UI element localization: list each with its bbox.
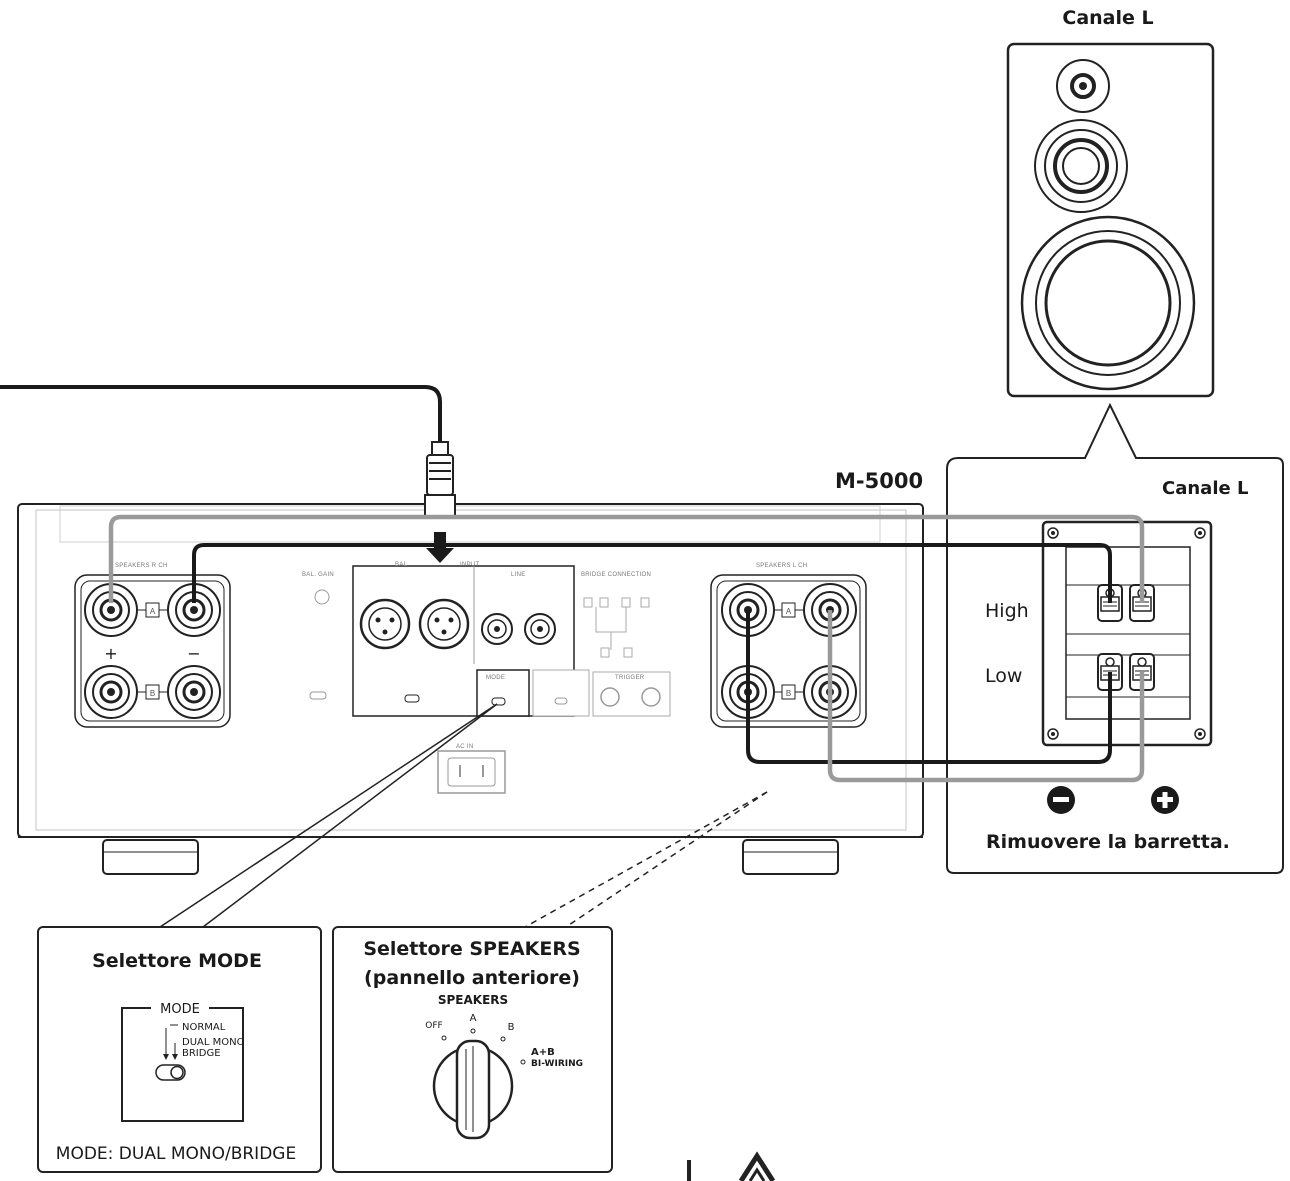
mode-option-dual-1: DUAL MONO [182,1037,245,1048]
line-label: LINE [511,572,526,578]
xlr-input-1[interactable] [359,598,411,650]
minus-polarity-icon [1047,786,1075,814]
speaker-terminal-panel: Canale L High Low Rimuovere la barretta. [946,402,1284,874]
speaker-illustration: Canale L [1006,7,1215,398]
bal-label: BAL [395,562,408,568]
terminal-r-b-minus[interactable] [166,664,222,720]
dial-pos-b: B [508,1022,515,1033]
mode-toggle-switch[interactable] [155,1064,186,1081]
xlr-input-2[interactable] [418,598,470,650]
panel-title: Canale L [1162,478,1248,499]
mode-option-dual-2: BRIDGE [182,1048,221,1059]
plus-polarity-icon [1151,786,1179,814]
tweeter-icon [1056,59,1110,113]
dial-pos-ab-2: BI-WIRING [531,1059,583,1069]
terminal-r-b-plus[interactable] [83,664,139,720]
woofer-icon [1020,215,1196,391]
speakers-r-label: SPEAKERS R CH [115,563,168,569]
svg-text:BAL. GAIN: BAL. GAIN [302,572,334,578]
trigger-label: TRIGGER [615,675,645,681]
mode-callout-title: Selettore MODE [92,950,262,972]
input-label: INPUT [460,562,480,568]
high-label: High [985,600,1029,622]
terminal-r-a-label: A [150,607,156,616]
bridge-label: BRIDGE CONNECTION [581,572,651,578]
amp-model-label: M-5000 [835,469,923,493]
remove-bar-text: Rimuovere la barretta. [986,831,1230,853]
terminal-l-a-label: A [786,607,792,616]
cropped-logo-fragment [687,1151,776,1181]
dial-pos-a: A [470,1013,477,1024]
speakers-callout: Selettore SPEAKERS (pannello anteriore) … [332,791,768,1173]
speaker-cable-gray-high [108,514,1145,603]
speaker-cable-gray-low [827,610,1145,783]
speakers-selector-knob[interactable] [432,1039,514,1140]
mode-panel-label: MODE [160,1002,200,1017]
speakers-callout-title-2: (pannello anteriore) [364,967,580,989]
terminal-r-b-label: B [150,689,155,698]
mode-small-label: MODE [486,675,505,681]
level-switch: BAL. GAIN [302,572,334,700]
mode-callout: Selettore MODE MODE NORMAL DUAL MONO BRI… [37,703,498,1173]
plus-sign: + [104,644,117,663]
speakers-callout-title-1: Selettore SPEAKERS [363,938,580,960]
mode-switch[interactable] [491,697,506,706]
rca-input-1[interactable] [481,613,513,645]
dial-pos-off: OFF [425,1021,442,1031]
minus-sign: − [187,644,200,663]
terminal-l-b-label: B [786,689,791,698]
rca-input-2[interactable] [524,613,556,645]
midrange-driver-icon [1034,119,1128,213]
xlr-cable [0,385,456,563]
speaker-cable-black-high [192,543,1112,603]
amplifier-rear-panel: M-5000 SPEAKERS R CH A B + − BAL. GAIN [17,469,924,875]
dial-pos-ab-1: A+B [531,1047,555,1058]
speakers-l-label: SPEAKERS L CH [756,563,807,569]
mode-caption: MODE: DUAL MONO/BRIDGE [56,1144,296,1164]
speakers-dial-label: SPEAKERS [438,993,508,1007]
ac-in-label: AC IN [456,744,474,750]
mode-option-normal: NORMAL [182,1022,226,1033]
speaker-cable-black-low [746,610,1112,764]
low-label: Low [985,665,1022,687]
speaker-title: Canale L [1062,7,1153,29]
